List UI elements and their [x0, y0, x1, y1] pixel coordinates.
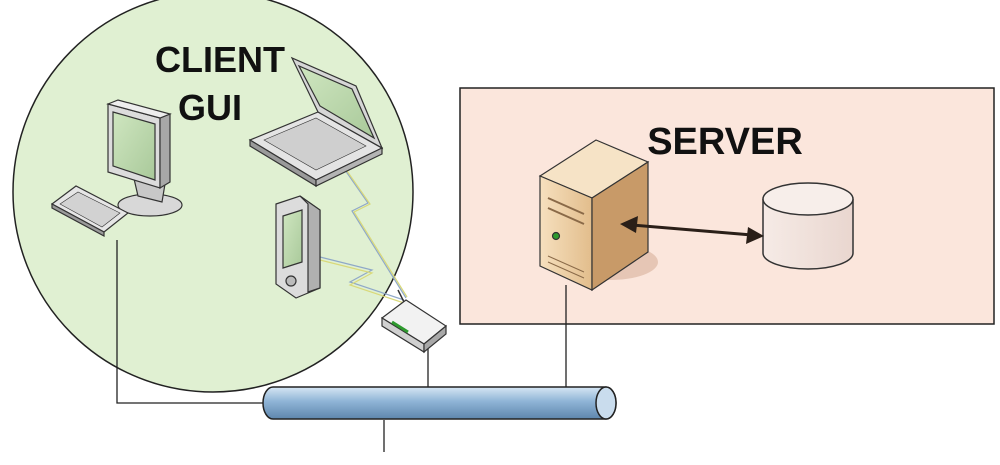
desktop-bus-link [116, 240, 268, 404]
network-bus-icon [262, 386, 617, 420]
client-title-line1: CLIENT [155, 39, 285, 80]
server-tower-icon [538, 139, 658, 292]
database-icon [762, 182, 854, 270]
desktop-computer-icon [50, 99, 183, 238]
pda-wireless-signal [311, 254, 405, 301]
pda-wireless-signal-glow [311, 257, 405, 304]
wireless-router-icon [380, 289, 448, 354]
server-title: SERVER [647, 121, 803, 163]
network-links [116, 240, 567, 452]
pda-icon [275, 195, 321, 299]
client-title-line2: GUI [178, 87, 242, 128]
laptop-icon [248, 56, 384, 188]
server-database-arrow [620, 216, 764, 244]
